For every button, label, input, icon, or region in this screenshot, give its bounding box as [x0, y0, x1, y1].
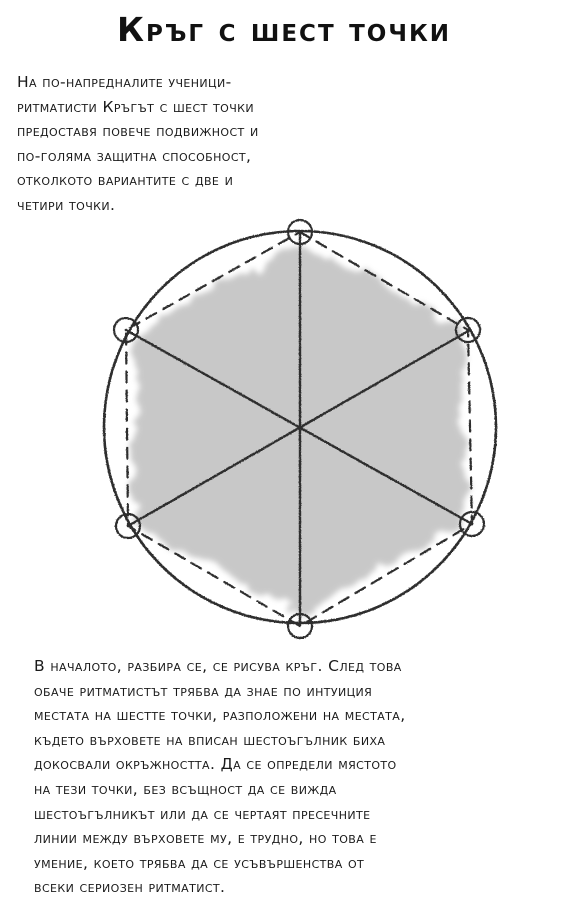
body-line: умение, което трябва да се усъвършенства…	[34, 853, 365, 872]
intro-line: предоставя повече подвижност и	[17, 122, 259, 140]
intro-line: отколкото вариантите с две и	[17, 171, 234, 189]
point-marker	[458, 510, 486, 538]
point-marker	[286, 612, 314, 640]
diagonal-line	[124, 328, 474, 526]
body-line: докосвали окръжността. Да се определи мя…	[34, 755, 397, 774]
body-line: шестоъгълникът или да се чертаят пресечн…	[34, 804, 371, 823]
body-line: В началото, разбира се, се рисува кръг. …	[34, 657, 402, 675]
body-line: обаче ритматистът трябва да знае по инту…	[34, 681, 373, 700]
six-point-circle-diagram	[102, 218, 498, 640]
body-line: където върховете на вписан шестоъгълник …	[34, 730, 386, 749]
body-line: местата на шестте точки, разположени на …	[34, 706, 406, 725]
body-line: на тези точки, без всъщност да се вижда	[34, 779, 337, 798]
body-line: линии между върховете му, е трудно, но т…	[34, 829, 377, 848]
intro-line: На по-напредналите ученици-	[17, 73, 232, 91]
intro-line: четири точки.	[17, 195, 116, 214]
intro-line: ритматисти Кръгът с шест точки	[17, 97, 255, 116]
page-title: Кръг с шест точки	[116, 10, 451, 49]
point-marker	[112, 316, 140, 344]
body-paragraph: В началото, разбира се, се рисува кръг. …	[34, 654, 554, 900]
point-marker	[454, 316, 482, 344]
point-marker	[286, 218, 314, 246]
intro-line: по-голяма защитна способност,	[17, 146, 252, 165]
body-line: всеки сериозен ритматист.	[34, 878, 226, 897]
intro-paragraph: На по-напредналите ученици- ритматисти К…	[17, 70, 347, 217]
point-marker	[114, 512, 142, 540]
